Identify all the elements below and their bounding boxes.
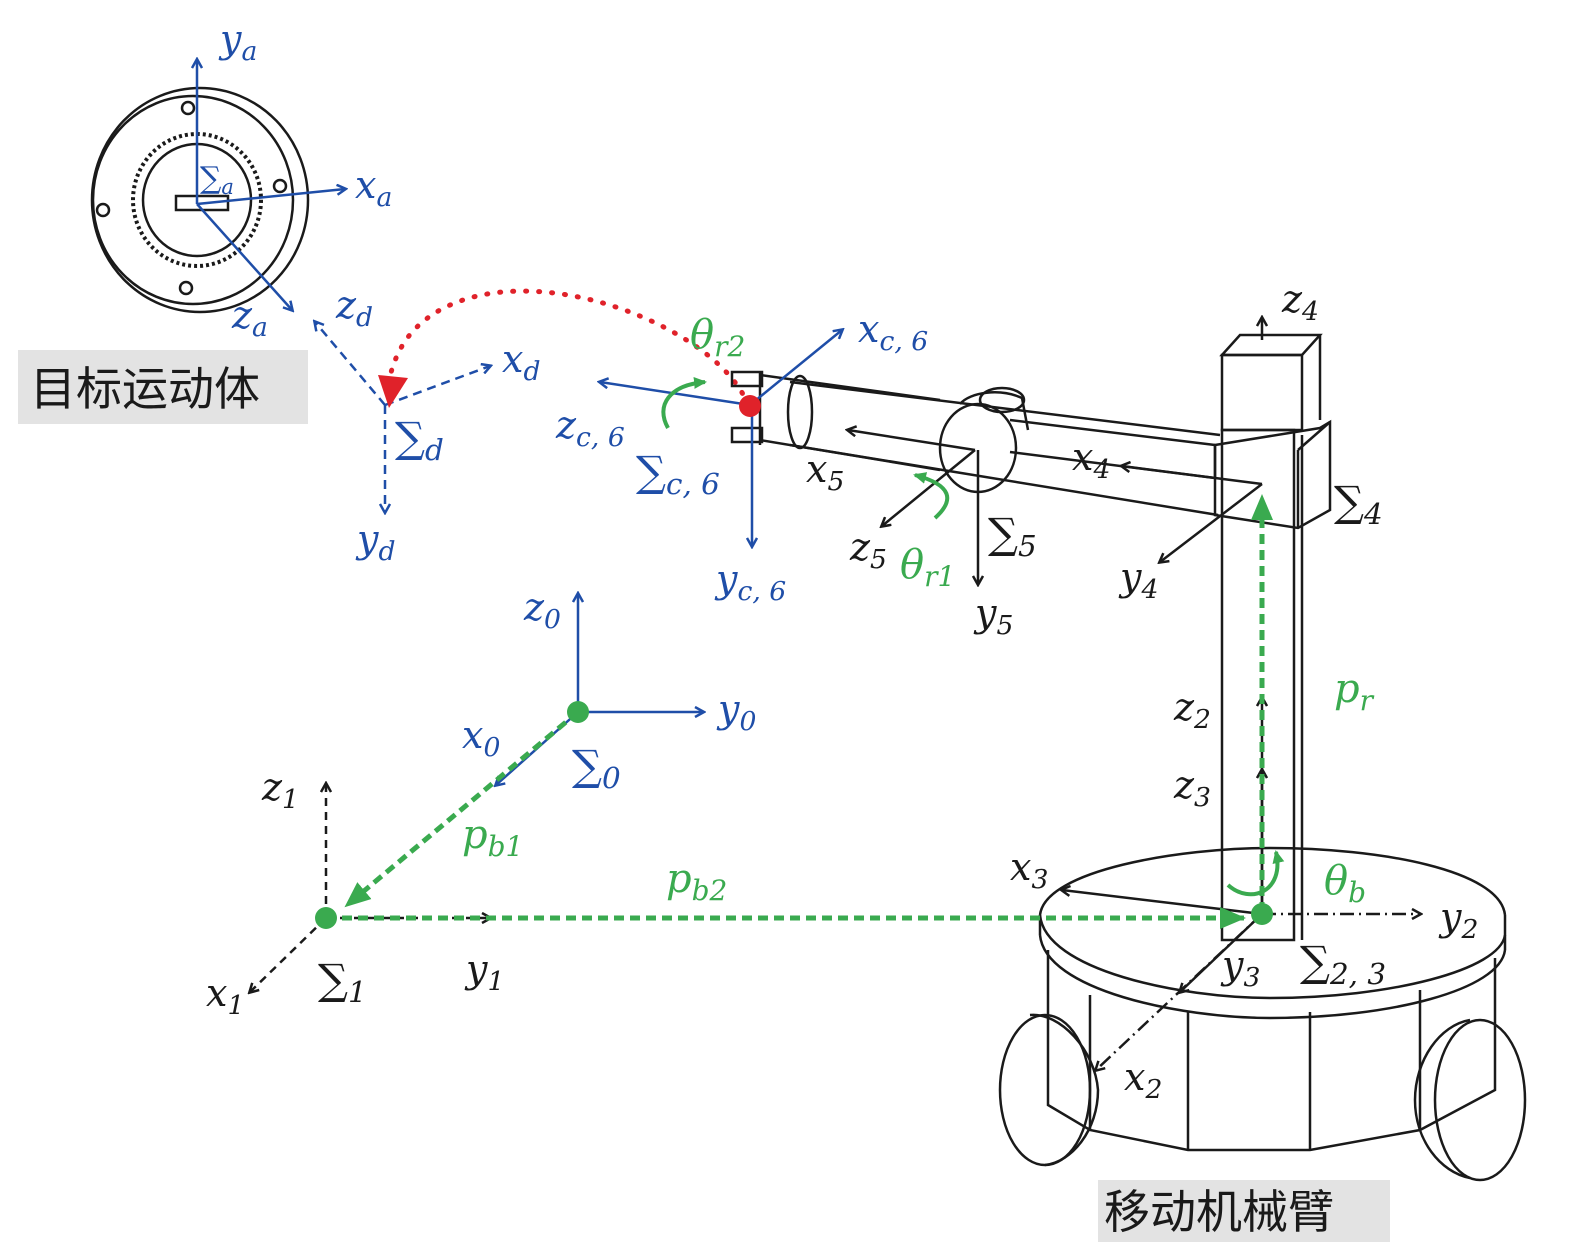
axis-x5 [848,430,976,452]
axis-xd [384,366,490,407]
target-label-bg [18,350,308,424]
label-x5: x5 [806,447,844,497]
label-zd: zd [335,283,373,333]
target-label: 目标运动体 [30,362,260,416]
axis-zd [315,322,386,406]
label-theta-b: θb [1324,858,1366,909]
label-y0: y0 [716,687,756,737]
axis-x4 [1122,466,1263,486]
red-dotted-path [385,288,751,408]
origin-23-point [1251,903,1273,925]
label-yc6: yc, 6 [714,557,786,607]
label-z4: z4 [1281,277,1319,327]
label-y1: y1 [464,947,504,997]
label-z3: z3 [1173,763,1211,813]
label-x4: x4 [1072,435,1110,485]
theta-r2-arc [661,376,707,429]
label-theta-r2: θr2 [690,312,745,363]
origin-1-point [315,907,337,929]
axis-za [196,203,292,310]
axis-z5 [882,449,976,526]
label-y4: y4 [1118,555,1158,605]
label-sigma-c6: ∑c, 6 [636,447,720,501]
theta-r1-arc [913,472,950,520]
axis-x1 [250,917,327,992]
label-za: za [231,293,268,343]
origin-0-point [567,701,589,723]
end-effector-point [739,395,761,417]
label-y2: y2 [1438,895,1478,945]
label-yd: yd [355,517,396,567]
label-xa: xa [355,163,392,213]
label-z5: z5 [849,525,887,575]
label-y5: y5 [973,591,1013,641]
label-sigma-d: ∑d [395,413,444,467]
axis-x3 [1062,890,1263,916]
frame-5-axes [848,430,978,584]
green-vectors [326,494,1273,929]
frame-d-axes [315,322,490,512]
frame-23-axes [1062,698,1420,1070]
axis-xa [196,189,345,206]
label-x2: x2 [1124,1055,1162,1105]
label-sigma-5: ∑5 [988,509,1037,563]
label-xc6: xc, 6 [858,307,928,357]
mobile-base-drawing [998,846,1527,1182]
label-z2: z2 [1173,685,1211,735]
frame-1-axes [250,784,490,992]
frame-a-axes [197,60,345,310]
axis-xc6 [749,330,842,406]
label-sigma-23: ∑2, 3 [1300,937,1386,991]
label-pr: pr [1334,666,1375,717]
label-zc6: zc, 6 [555,403,625,453]
red-arrowhead [378,375,408,408]
label-y3: y3 [1220,943,1260,993]
label-z0: z0 [523,585,561,635]
robot-label: 移动机械臂 [1104,1185,1334,1239]
axis-y3 [1180,913,1263,992]
label-xd: xd [502,337,540,387]
label-sigma-4: ∑4 [1334,477,1383,531]
label-x3: x3 [1010,845,1048,895]
label-x0: x0 [462,713,500,763]
label-sigma-1: ∑1 [318,955,367,1009]
label-pb2: pb2 [666,856,727,907]
axis-y4 [1160,483,1263,562]
label-theta-r1: θr1 [900,542,955,593]
target-flange [90,86,310,314]
theta-b-arc [1226,850,1285,897]
frame-4-axes [1122,318,1262,562]
label-ya: ya [218,17,257,67]
vector-pb1 [344,710,580,908]
label-x1: x1 [206,971,244,1021]
label-sigma-a: ∑a [200,161,234,199]
label-sigma-0: ∑0 [572,741,621,795]
robot-label-bg [1098,1180,1390,1242]
label-z1: z1 [261,765,299,815]
label-pb1: pb1 [462,812,523,863]
